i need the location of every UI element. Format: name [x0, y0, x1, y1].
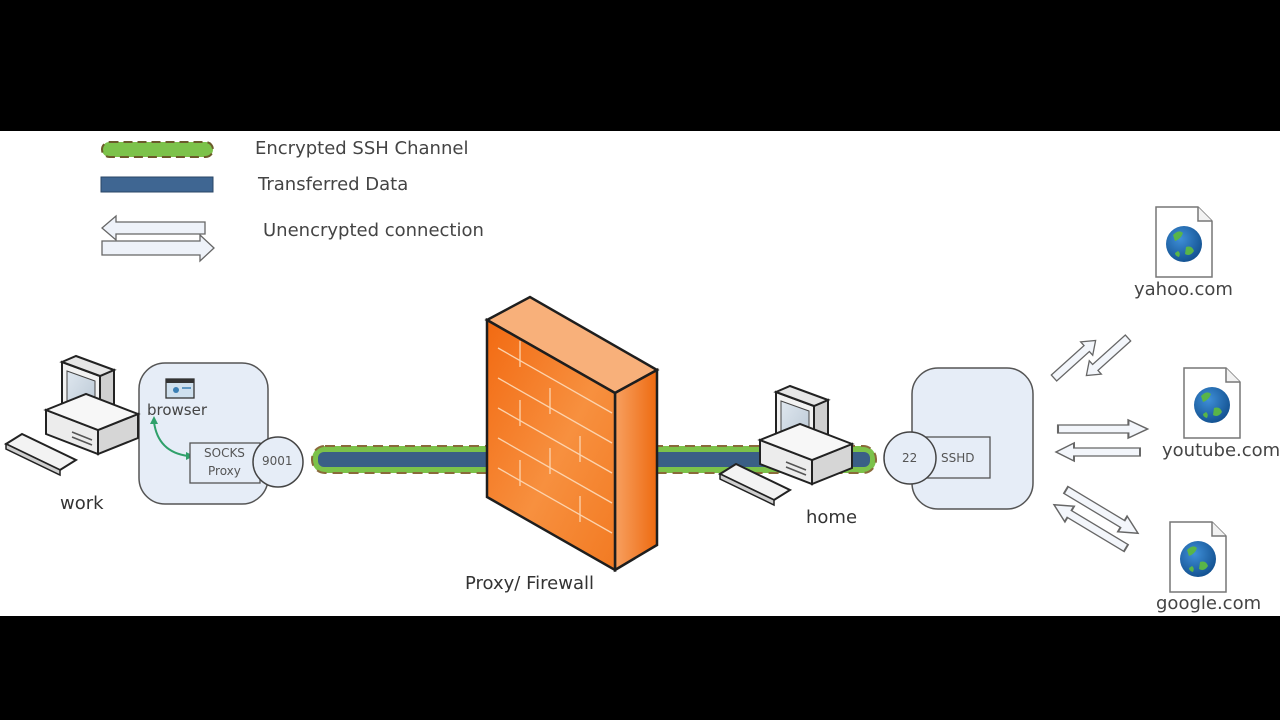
site-label-youtube: youtube.com	[1162, 440, 1280, 461]
port-22-label: 22	[902, 451, 918, 465]
yahoo-webpage-icon	[1155, 206, 1213, 278]
legend-data-label: Transferred Data	[258, 174, 409, 195]
site-label-yahoo: yahoo.com	[1134, 279, 1233, 300]
socks-label-line2: Proxy	[208, 464, 241, 478]
browser-icon	[165, 378, 195, 399]
legend-encrypted-swatch	[101, 141, 214, 158]
diagram-canvas: Encrypted SSH Channel Transferred Data U…	[0, 131, 1280, 616]
browser-socks-link	[153, 421, 189, 457]
legend-unencrypted-arrows	[101, 214, 215, 263]
firewall-icon	[484, 295, 660, 573]
site-label-google: google.com	[1156, 593, 1262, 614]
legend-unencrypted-label: Unencrypted connection	[263, 220, 484, 241]
work-label: work	[60, 493, 104, 514]
youtube-webpage-icon	[1183, 367, 1241, 439]
diagram-svg	[5, 141, 1241, 593]
sshd-label: SSHD	[941, 451, 975, 465]
legend-encrypted-label: Encrypted SSH Channel	[255, 138, 469, 159]
legend	[100, 141, 215, 263]
port-9001-label: 9001	[262, 454, 293, 468]
legend-data-swatch	[100, 176, 214, 193]
google-webpage-icon	[1169, 521, 1227, 593]
home-label: home	[806, 507, 858, 528]
ssh-tunnel-left	[311, 445, 503, 474]
port-9001-circle	[252, 436, 304, 488]
socks-label-line1: SOCKS	[204, 446, 245, 460]
port-22-circle	[883, 431, 937, 485]
browser-label: browser	[147, 401, 208, 419]
arrows-youtube	[1055, 418, 1149, 462]
work-computer-icon	[5, 355, 139, 476]
arrows-google	[1048, 481, 1144, 557]
socks-proxy-box	[189, 442, 261, 484]
arrows-yahoo	[1047, 330, 1135, 386]
firewall-label: Proxy/ Firewall	[465, 573, 594, 594]
